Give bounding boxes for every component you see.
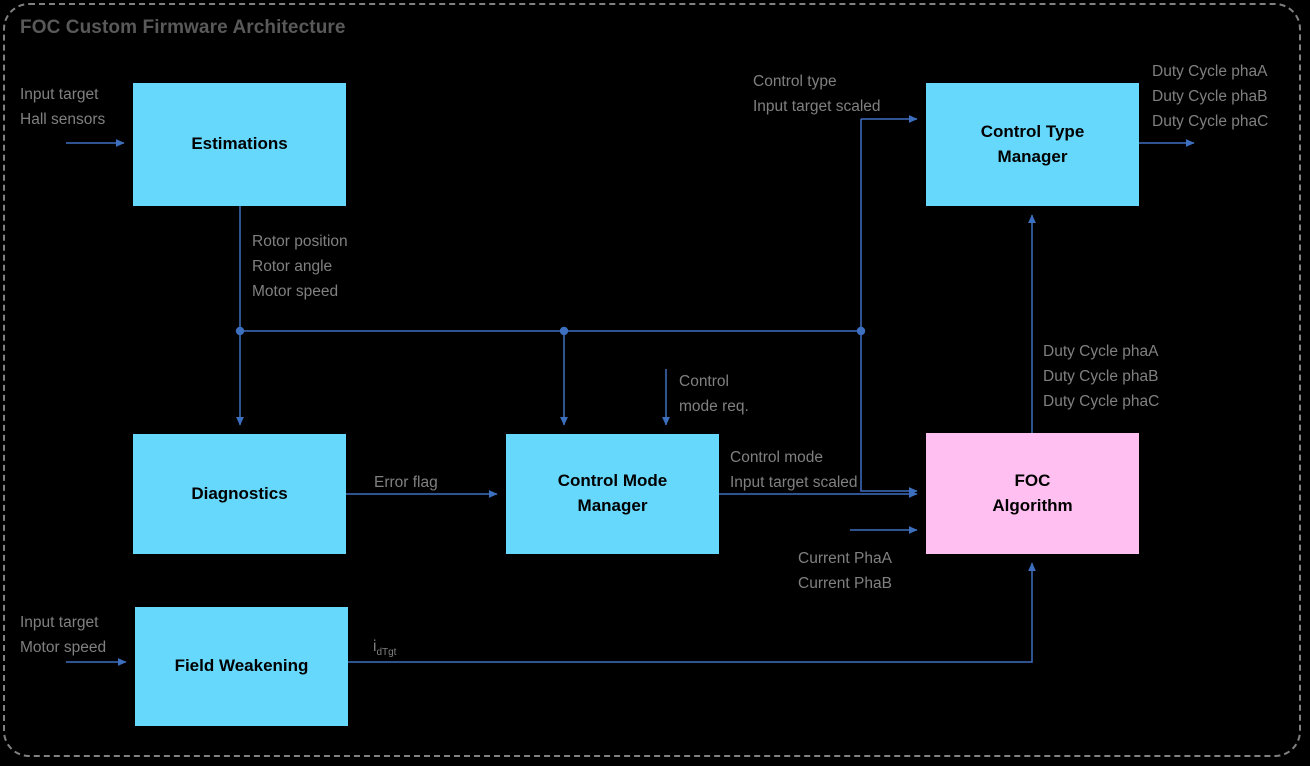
label-current-phases: Current PhaA Current PhaB — [798, 550, 892, 592]
label-error-flag: Error flag — [374, 474, 438, 491]
node-control-type-manager[interactable]: Control Type Manager — [926, 83, 1139, 206]
label-control-type-manager-input: Control type Input target scaled — [753, 73, 881, 115]
label-idtgt-base: i — [373, 638, 377, 655]
node-estimations-label: Estimations — [191, 134, 288, 154]
label-estimations-output: Rotor position Rotor angle Motor speed — [252, 233, 348, 300]
label-field-weakening-input: Input target Motor speed — [20, 614, 107, 656]
node-diagnostics-label: Diagnostics — [191, 483, 288, 503]
label-idtgt-subscript: dTgt — [376, 647, 397, 659]
node-field-weakening[interactable]: Field Weakening — [135, 607, 348, 726]
node-control-mode-manager-label: Control Mode Manager — [557, 471, 668, 515]
junction-dot-right-bus — [856, 326, 866, 336]
connector-bus-to-foc-riser — [860, 331, 918, 495]
node-control-type-manager-label: Control Type Manager — [980, 121, 1085, 166]
junction-dot-estimations — [235, 326, 245, 336]
node-foc-algorithm-label: FOC Algorithm — [992, 470, 1073, 515]
label-foc-duty-cycle: Duty Cycle phaA Duty Cycle phaB Duty Cyc… — [1043, 343, 1160, 410]
junction-dot-control-mode — [559, 326, 569, 336]
node-estimations[interactable]: Estimations — [133, 83, 346, 206]
node-foc-algorithm[interactable]: FOC Algorithm — [926, 433, 1139, 554]
node-field-weakening-label: Field Weakening — [174, 656, 309, 676]
page-title: FOC Custom Firmware Architecture — [20, 17, 346, 38]
label-control-mode-output: Control mode Input target scaled — [730, 449, 858, 491]
label-control-mode-req: Control mode req. — [679, 373, 749, 415]
connector-field-weakening-to-foc — [348, 562, 1036, 663]
label-estimations-input: Input target Hall sensors — [20, 86, 106, 128]
label-control-type-manager-output: Duty Cycle phaA Duty Cycle phaB Duty Cyc… — [1152, 63, 1269, 130]
label-idtgt: idTgt — [373, 634, 396, 665]
node-diagnostics[interactable]: Diagnostics — [133, 434, 346, 554]
node-control-mode-manager[interactable]: Control Mode Manager — [506, 434, 719, 554]
